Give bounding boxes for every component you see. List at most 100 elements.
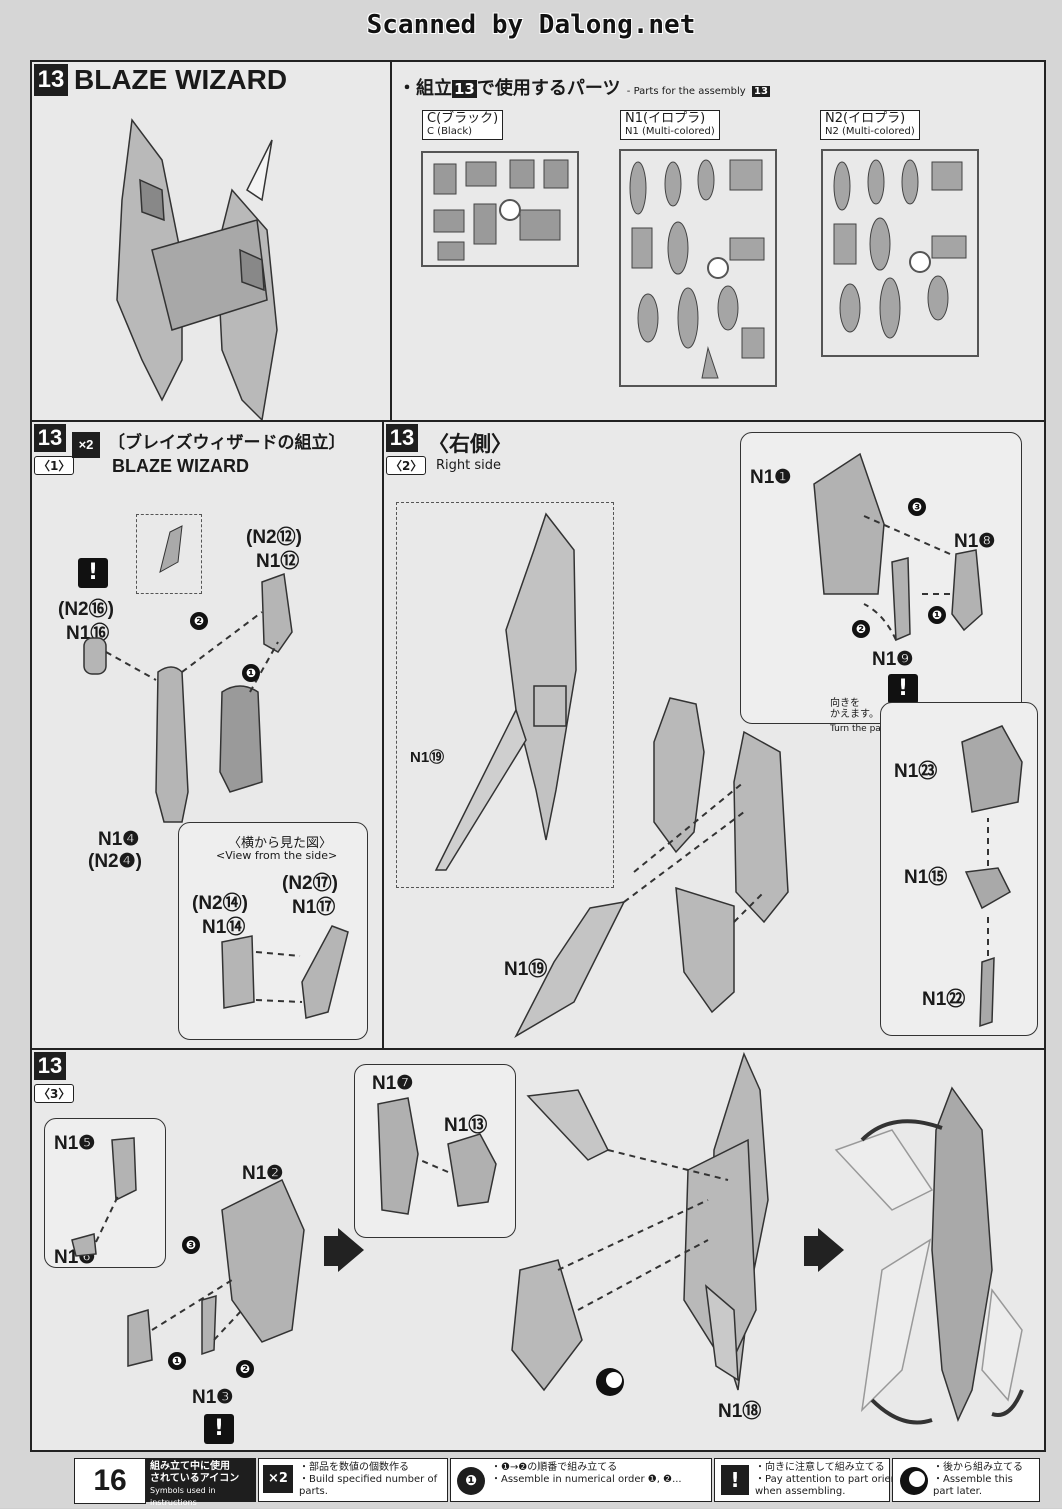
step1-parts-illustration [83,572,293,823]
parts-heading-en-number: 13 [752,86,770,97]
order-2-marker: ❷ [236,1360,254,1378]
parts-heading-number: 13 [452,80,477,98]
step2-title-jp: 〈右側〉 [428,432,512,456]
label-n1-22: N1㉒ [922,989,966,1010]
turn-note-en: Turn the parts. [830,724,896,734]
label-n1-13: N1⑬ [444,1115,488,1136]
caution-icon: ! [204,1414,234,1444]
side-view-title-en: <View from the side> [216,849,338,862]
parts-heading-label: ・組立 [398,78,452,99]
runner-c-jp: C(ブラック) [427,111,499,126]
order-1-marker: ❶ [928,606,946,624]
legend-order-en: ・Assemble in numerical order ❶, ❷... [491,1474,682,1485]
label-n2-17: (N2⑰) [282,873,338,894]
label-n1-5: N1❺ [54,1133,96,1154]
step2-title-en: Right side [436,458,501,473]
step2-upper-parts-illustration [813,452,983,642]
step1-title-jp: 〔ブレイズウィザードの組立〕 [108,433,346,453]
label-n1-18: N1⑱ [718,1401,762,1422]
step3-inset-parts-illustration [377,1097,497,1215]
legend-later: ・後から組み立てる ・Assemble this part later. [892,1458,1040,1502]
order-3-marker: ❸ [908,498,926,516]
legend-multiply-jp: ・部品を数値の個数作る [299,1462,409,1473]
runner-c-en: C (Black) [427,126,473,137]
legend-title-jp: 組み立て中に使用 されているアイコン [150,1461,240,1484]
assembled-right-wing-illustration [434,512,577,871]
blaze-wizard-illustration [116,118,278,422]
label-n2-16: (N2⑯) [58,599,114,620]
legend-later-en: ・Assemble this part later. [933,1474,1013,1497]
label-n1-14: N1⑭ [202,917,246,938]
legend-title: 組み立て中に使用 されているアイコン Symbols used in instr… [146,1458,256,1507]
label-n1-4: N1❹ [98,829,140,850]
detail-inset [136,514,202,594]
label-n1-7: N1❼ [372,1073,414,1094]
order-2-marker: ❷ [852,620,870,638]
step3-sub: 〈3〉 [34,1084,75,1103]
runner-n2-label: N2(イロプラ) N2 (Multi-colored) [820,110,920,140]
footer-legend: 16 組み立て中に使用 されているアイコン Symbols used in in… [30,1458,1040,1507]
side-view-title-jp: 〈横から見た図〉 [228,836,333,851]
legend-title-en: Symbols used in instructions [150,1486,216,1507]
label-n1-9: N1❾ [872,649,914,670]
step3-number: 13 [34,1052,66,1080]
label-n1-1: N1❶ [750,467,792,488]
parts-heading-en: - Parts for the assembly [626,86,746,97]
caution-icon: ! [888,674,918,704]
runner-c-illustration [421,151,579,267]
scanner-watermark: Scanned by Dalong.net [366,10,696,40]
label-n1-19-preview: N1⑲ [410,749,445,766]
label-n1-8: N1❽ [954,531,996,552]
overview-panel: 13 BLAZE WIZARD [30,60,392,422]
parts-heading-suffix: で使用するパーツ [476,78,621,99]
label-n1-12: N1⑫ [256,551,300,572]
step3-result-illustration [834,1086,1024,1425]
step1-panel: 13 〈1〉 ×2 〔ブレイズウィザードの組立〕 BLAZE WIZARD (N… [30,420,384,1050]
step1-sub: 〈1〉 [34,456,75,475]
legend-caution-en: ・Pay attention to part orientation when … [755,1474,926,1497]
next-arrow-icon [818,1228,844,1272]
times-two-badge: ×2 [72,432,100,458]
step2-number: 13 [386,424,418,452]
legend-order-jp: ・❶→❷の順番で組み立てる [491,1462,618,1473]
runner-n1-illustration [619,149,777,387]
side-view-illustration [221,925,349,1019]
legend-order: ❶ ・❶→❷の順番で組み立てる ・Assemble in numerical o… [450,1458,712,1502]
step2-main-assembly-illustration [514,697,789,1038]
multiply-icon: ×2 [263,1465,293,1493]
label-n2-12: (N2⑫) [246,527,302,548]
legend-caution-jp: ・向きに注意して組み立てる [755,1462,885,1473]
runner-n2-illustration [821,149,979,357]
step3-panel: 13 〈3〉 N1❺ N1❻ N1❷ N1❸ ! ❸ ❶ ❷ N1❼ N1⑬ [30,1048,1046,1452]
turn-note-jp: 向きを かえます。 [830,698,879,720]
legend-caution: ! ・向きに注意して組み立てる ・Pay attention to part o… [714,1458,926,1502]
step1-number: 13 [34,424,66,452]
label-n1-17: N1⑰ [292,897,336,918]
step2-panel: 13 〈2〉 〈右側〉 Right side N1⑲ N1❶ N1❽ N1❾ ! [382,420,1046,1050]
step2-lower-parts-illustration [961,725,1023,1028]
runner-c-label: C(ブラック) C (Black) [422,110,504,140]
assemble-later-icon [900,1467,928,1495]
label-n1-3: N1❸ [192,1387,234,1408]
label-n1-23: N1㉓ [894,761,938,782]
page-title: BLAZE WIZARD [74,64,288,95]
runner-n2-en: N2 (Multi-colored) [825,126,915,137]
step1-title-en: BLAZE WIZARD [112,456,249,476]
label-n1-15: N1⑮ [904,867,948,888]
small-part-illustration [159,525,183,573]
order-3-marker: ❸ [182,1236,200,1254]
step3-inset-left [44,1118,166,1268]
next-arrow-shaft [804,1236,818,1266]
page-number: 16 [74,1458,146,1504]
order-1-marker: ❶ [242,664,260,682]
legend-later-jp: ・後から組み立てる [933,1462,1023,1473]
step3-main-assembly-illustration [511,1051,769,1396]
caution-icon: ! [721,1465,749,1495]
order-icon: ❶ [457,1467,485,1495]
order-1-marker: ❶ [168,1352,186,1370]
runner-n2-jp: N2(イロプラ) [825,111,906,126]
order-2-marker: ❷ [190,612,208,630]
label-n1-19: N1⑲ [504,959,548,980]
